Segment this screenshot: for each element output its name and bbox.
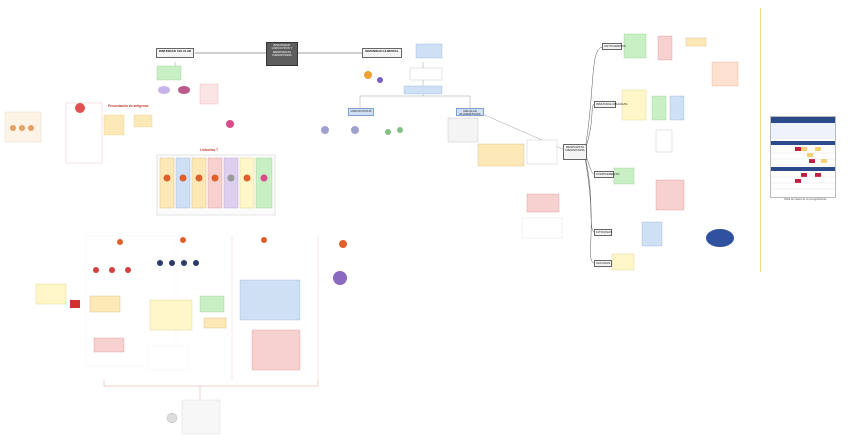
right-node-label: VACUNAS [596,261,611,265]
right-node-anticuerpos[interactable]: ANTICUERPOS [602,43,626,50]
right-hub-label: RESPUESTA INMUNITARIA [565,145,585,153]
right-node-vacunas[interactable]: VACUNAS [594,260,612,267]
center-node[interactable]: INMUNIDAD: LINFOCITOS Y RESPUESTA INMUNI… [266,42,298,66]
right-hub-node[interactable]: RESPUESTA INMUNITARIA [563,144,587,160]
cellular-caption: Linfocitos T [200,148,219,152]
cellular-branch-node[interactable]: INMUNIDAD CELULAR [156,48,194,58]
table-grid [771,117,835,190]
right-node-inmunoglobulinas[interactable]: INMUNOGLOBULINAS [594,101,627,108]
right-node-label: COMPLEMENTO [596,172,620,176]
immunoglobulin-table [770,116,836,198]
cellular-branch-label: INMUNIDAD CELULAR [158,49,192,53]
right-node-label: INMUNOGLOBULINAS [596,102,628,106]
center-title: INMUNIDAD: LINFOCITOS Y RESPUESTA INMUNI… [271,43,293,58]
humoral-sub-node-plasma[interactable]: CÉLULAS PLASMÁTICAS [456,108,484,116]
right-node-label: ANTICUERPOS [604,44,626,48]
left-section-label: Presentación de antígenos [108,104,149,108]
table-caption: Tabla de clases de inmunoglobulinas [784,198,827,201]
humoral-sub-node-b[interactable]: LINFOCITOS B [348,108,374,116]
curve-inmunoglobulinas [584,103,595,151]
divider-line [760,8,761,272]
curve-vacunas [584,157,595,264]
right-node-label: CITOCINAS [596,230,613,234]
humoral-sub-label-b: LINFOCITOS B [350,109,372,113]
humoral-branch-node[interactable]: INMUNIDAD HUMORAL [362,48,402,58]
humoral-branch-label: INMUNIDAD HUMORAL [365,49,399,53]
right-node-citocinas[interactable]: CITOCINAS [594,229,612,236]
humoral-sub-label-plasma: CÉLULAS PLASMÁTICAS [459,109,481,117]
curve-anticuerpos [584,46,603,151]
right-node-complemento[interactable]: COMPLEMENTO [594,171,619,178]
